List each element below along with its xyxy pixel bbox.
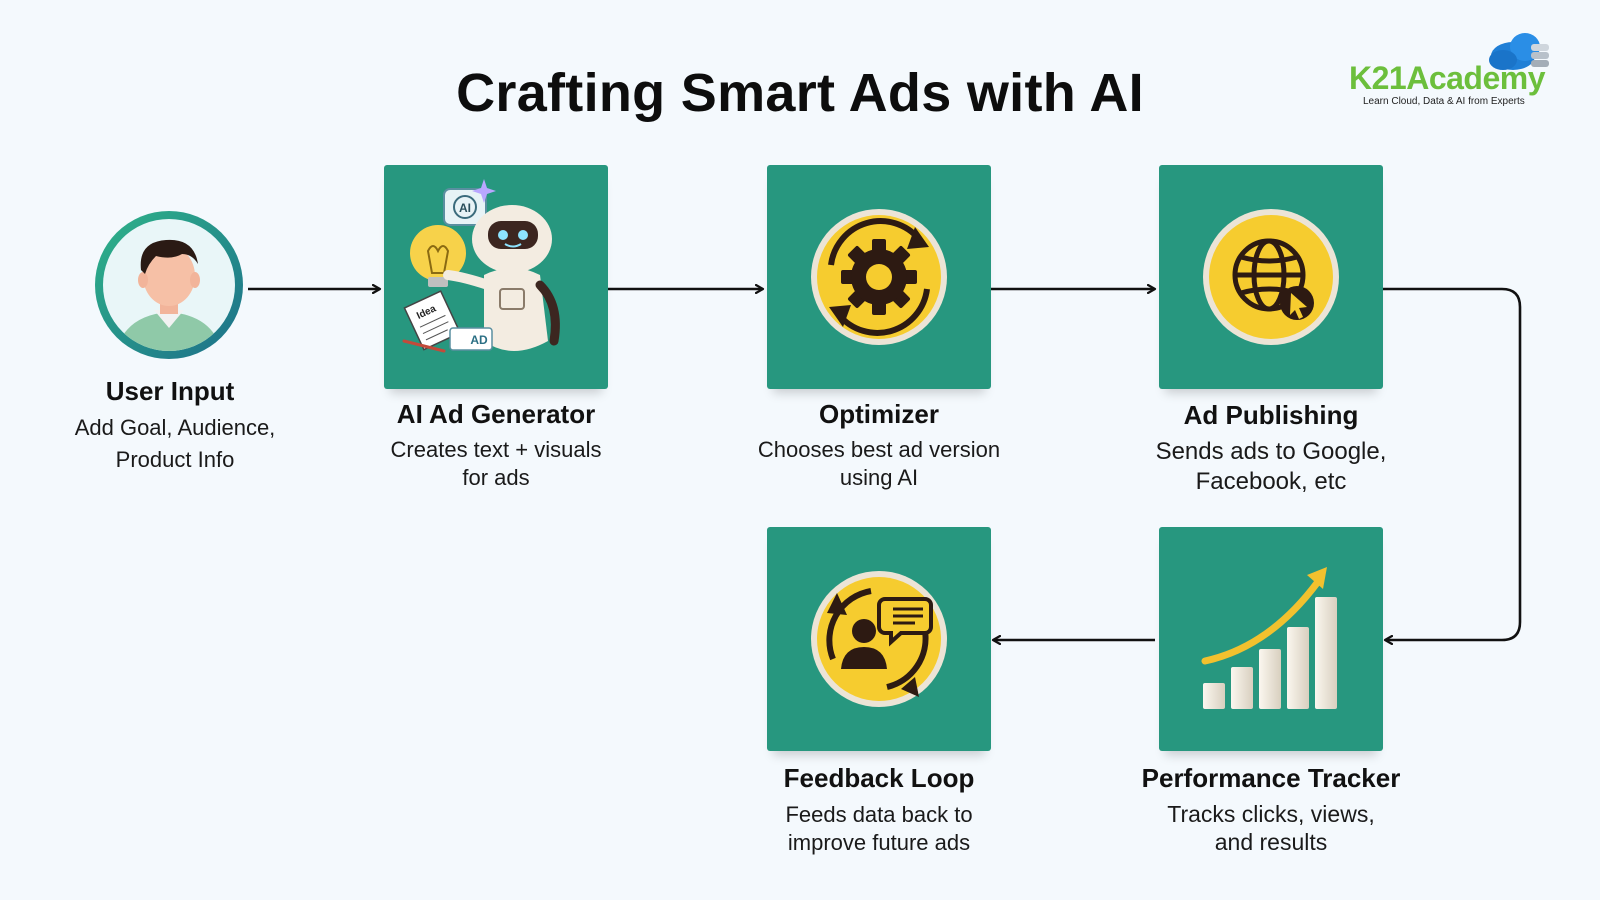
person-avatar-icon bbox=[95, 211, 243, 359]
feedback-loop-description: Feeds data back to improve future ads bbox=[785, 802, 973, 855]
gear-cycle-icon bbox=[811, 209, 947, 345]
ai-ad-generator-description: Creates text + visuals for ads bbox=[390, 437, 602, 490]
user-input-label: User Input bbox=[105, 376, 235, 406]
performance-tracker-label: Performance Tracker bbox=[1141, 763, 1401, 793]
ai-ad-generator-card: AI Idea AD bbox=[384, 165, 608, 389]
user-input-description: Add Goal, Audience, Product Info bbox=[74, 415, 276, 472]
feedback-person-icon bbox=[811, 571, 947, 707]
feedback-loop-card bbox=[767, 527, 991, 751]
robot-ai-icon: AI Idea AD bbox=[402, 179, 560, 353]
globe-cursor-icon bbox=[1203, 209, 1339, 345]
k21academy-logo: K21Academy Learn Cloud, Data & AI from E… bbox=[1345, 30, 1560, 110]
arrow-publishing-to-tracker bbox=[1383, 287, 1522, 640]
ad-publishing-card bbox=[1159, 165, 1383, 389]
ai-ad-generator-label: AI Ad Generator bbox=[396, 399, 596, 429]
ad-tag-text: AD bbox=[470, 333, 488, 347]
logo-name-part2: Academy bbox=[1406, 60, 1545, 96]
ad-publishing-label: Ad Publishing bbox=[1183, 400, 1359, 430]
performance-tracker-card bbox=[1159, 527, 1383, 751]
optimizer-description: Chooses best ad version using AI bbox=[757, 437, 1001, 490]
optimizer-label: Optimizer bbox=[819, 399, 939, 429]
page-title: Crafting Smart Ads with AI bbox=[456, 63, 1144, 123]
optimizer-card bbox=[767, 165, 991, 389]
feedback-loop-label: Feedback Loop bbox=[783, 763, 975, 793]
user-input-avatar bbox=[92, 208, 246, 362]
growth-chart-icon bbox=[1201, 567, 1337, 709]
logo-name-part1: K21 bbox=[1349, 60, 1407, 96]
ai-badge-text: AI bbox=[459, 201, 471, 215]
cloud-icon bbox=[1489, 33, 1549, 70]
logo-tagline: Learn Cloud, Data & AI from Experts bbox=[1363, 96, 1525, 107]
ad-publishing-description: Sends ads to Google, Facebook, etc bbox=[1155, 438, 1387, 495]
performance-tracker-description: Tracks clicks, views, and results bbox=[1167, 801, 1375, 855]
